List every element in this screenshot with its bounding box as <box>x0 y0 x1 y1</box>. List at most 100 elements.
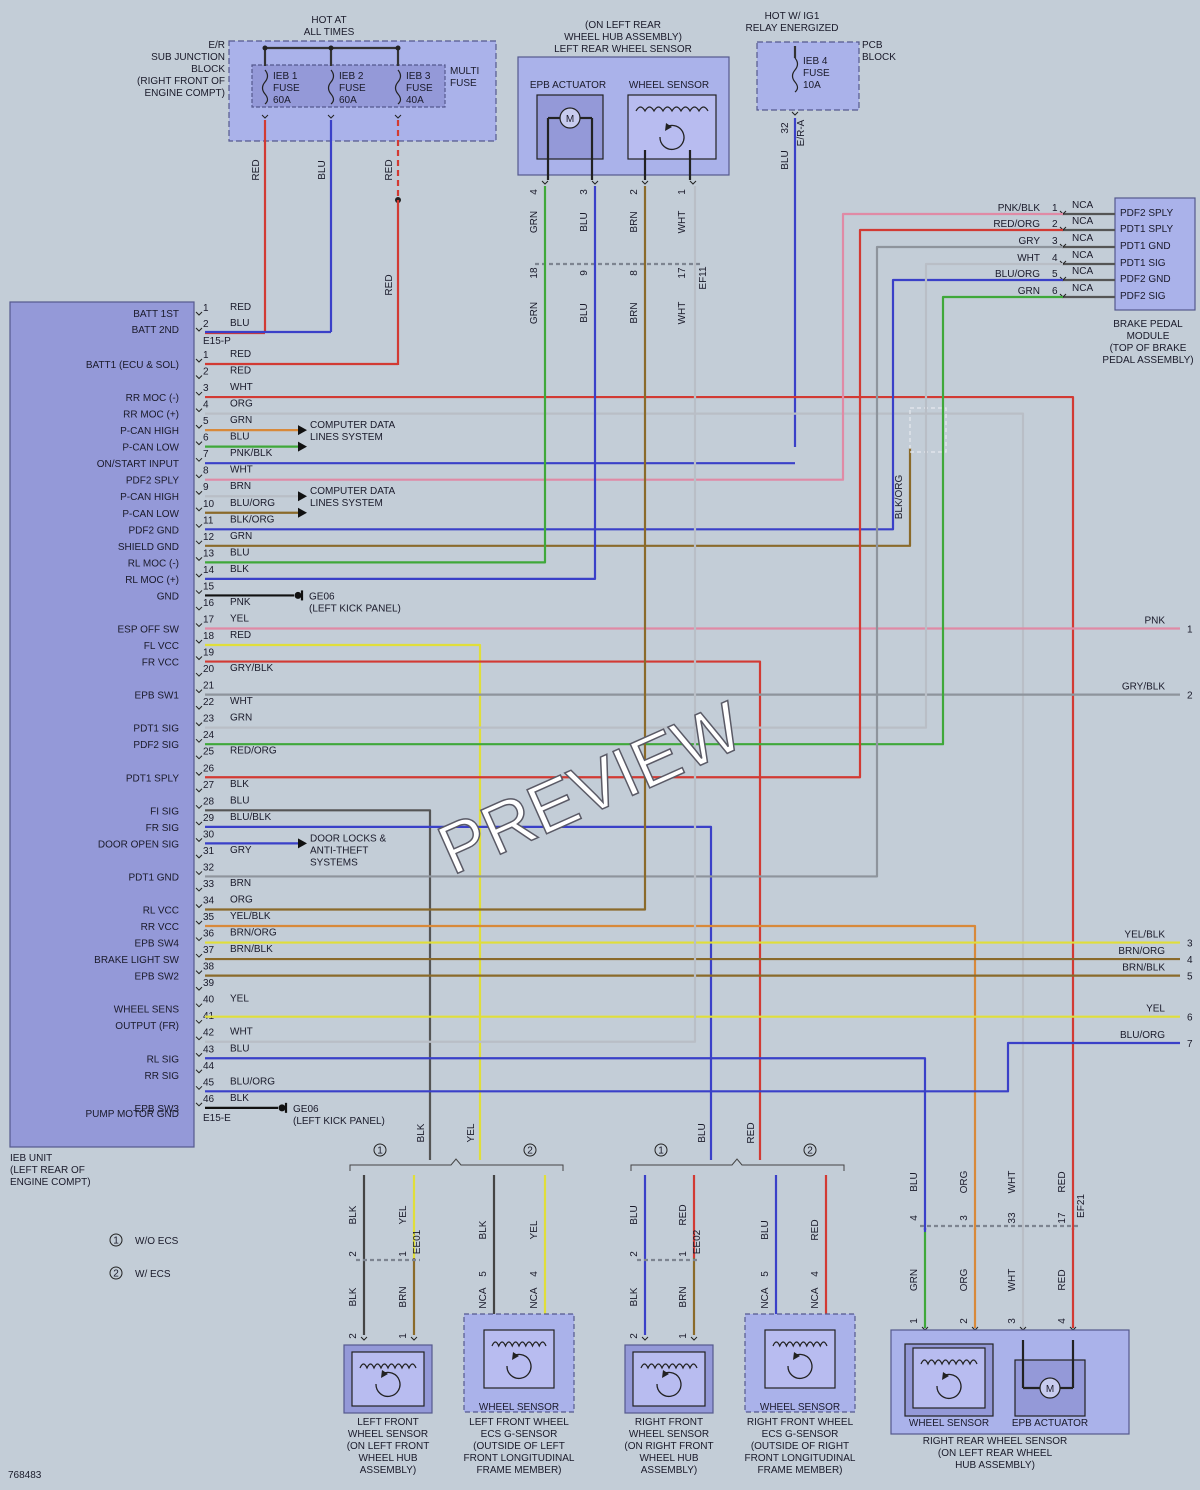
rr-wheel-sensor-label: WHEEL SENSOR <box>909 1418 989 1429</box>
ieb-pin-number: 39 <box>203 978 215 989</box>
er-block-label-line: SUB JUNCTION <box>151 52 225 63</box>
er-block-label-line: ENGINE COMPT) <box>144 88 225 99</box>
brake-pedal-nca: NCA <box>1072 266 1093 277</box>
ieb-pin-name: PDT1 SPLY <box>126 773 179 784</box>
ieb-pin-name: FR VCC <box>142 658 179 669</box>
rear-left-wire-color: WHT <box>677 211 688 234</box>
wire-blk-fl <box>205 809 432 1160</box>
pin-mark-icon <box>195 920 203 925</box>
wire-label: RED <box>384 274 395 295</box>
ieb-pin-name: PDT1 SIG <box>133 724 179 735</box>
splice-dot-icon <box>262 45 268 51</box>
right-front-ecs-sensor-nca: NCA <box>810 1287 821 1308</box>
pin-mark-icon <box>195 937 203 942</box>
ieb-pin-name: WHEEL SENS <box>114 1005 180 1016</box>
ieb-pin-number: 2 <box>203 319 209 330</box>
pin-mark-icon <box>195 457 203 462</box>
right-front-ecs-sensor-color: BLU <box>760 1220 771 1239</box>
left-front-sensor-color: BRN <box>398 1286 409 1307</box>
pcb-fuse-amp: 10A <box>803 80 821 91</box>
ieb-pin-number: 15 <box>203 581 215 592</box>
drop-wire-label: YEL <box>466 1123 477 1142</box>
ieb-pin-name: RL MOC (+) <box>125 575 179 586</box>
wire-grn-pdf2 <box>205 295 1063 746</box>
arrow-icon <box>298 507 307 518</box>
left-front-ecs-sensor-label-line: ECS G-SENSOR <box>481 1429 558 1440</box>
ieb-pin-number: 10 <box>203 499 215 510</box>
right-edge-ref: 2 <box>1187 691 1193 702</box>
pin-mark-icon <box>195 358 203 363</box>
ieb-wire-color: BLU/BLK <box>230 812 271 823</box>
pin-mark-icon <box>195 408 203 413</box>
rotation-arrowhead-icon <box>381 1370 388 1378</box>
right-front-ecs-sensor-nca: NCA <box>760 1287 771 1308</box>
rr-top-color: BLU <box>909 1172 920 1191</box>
coil-icon <box>640 1363 698 1370</box>
rr-mid-pin: 4 <box>909 1215 920 1221</box>
brake-pedal-label-line: (TOP OF BRAKE <box>1110 343 1187 354</box>
left-front-sensor-color: YEL <box>398 1205 409 1224</box>
brake-pedal-pin: 1 <box>1052 203 1058 214</box>
arrow-icon <box>298 425 307 436</box>
rear-left-wire-color: WHT <box>677 302 688 325</box>
motor-letter: M <box>1046 1384 1054 1395</box>
wire-pin4-wht <box>205 412 1025 1230</box>
mark-number: 1 <box>113 1236 119 1247</box>
wire-pnk-blk <box>205 212 1063 481</box>
ieb-wire-color: YEL/BLK <box>230 911 271 922</box>
ieb-pin-name: GND <box>157 591 179 602</box>
left-front-ecs-sensor-nca: NCA <box>529 1287 540 1308</box>
ieb-pin-name: BATT1 (ECU & SOL) <box>86 360 179 371</box>
left-front-sensor-pin: 1 <box>398 1333 409 1339</box>
coil-icon <box>772 1341 828 1348</box>
brake-pedal-label-line: MODULE <box>1127 331 1170 342</box>
wire-blu-org <box>205 278 1063 531</box>
right-edge-ref: 1 <box>1187 624 1193 635</box>
pin-mark-icon <box>195 441 203 446</box>
multi-fuse-label-line: MULTI <box>450 66 479 77</box>
right-edge-ref: 5 <box>1187 972 1193 983</box>
pin-mark-icon <box>195 311 203 316</box>
ieb-pin-name: RR MOC (-) <box>126 393 179 404</box>
branch-mark-icon <box>654 1143 668 1157</box>
hot-ig1-line: RELAY ENERGIZED <box>746 23 839 34</box>
fuse-icon <box>327 69 335 105</box>
pin-mark-icon <box>591 180 599 185</box>
ieb-pin-number: 19 <box>203 648 215 659</box>
pcb-fuse-name: IEB 4 <box>803 56 828 67</box>
legend-mark-icon <box>109 1266 123 1280</box>
branch-bracket-icon <box>630 1158 845 1171</box>
rr-bottom-pin: 1 <box>909 1318 920 1324</box>
wire-label: BLU <box>780 150 791 169</box>
fuse-amp: 40A <box>406 95 424 106</box>
rr-top-color: RED <box>1057 1171 1068 1192</box>
pin-mark-icon <box>641 1336 649 1341</box>
pin-mark-icon <box>195 986 203 991</box>
rotation-arrowhead-icon <box>512 1352 519 1360</box>
pin-mark-icon <box>641 180 649 185</box>
wire-blk-org-shield <box>205 448 912 547</box>
ieb-pin-name: FI SIG <box>150 806 179 817</box>
computer-data-lines-line: COMPUTER DATA <box>310 486 396 497</box>
ieb-pin-number: 34 <box>203 895 215 906</box>
arrow-icon <box>298 838 307 849</box>
ieb-pin-number: 26 <box>203 763 215 774</box>
brake-pedal-pin-name: PDF2 SPLY <box>1120 208 1173 219</box>
pin-mark-icon <box>195 838 203 843</box>
ieb-pin-number: 46 <box>203 1094 215 1105</box>
left-front-sensor-label-line: WHEEL HUB <box>358 1453 417 1464</box>
rear-left-wire-color: GRN <box>529 302 540 324</box>
ieb-wire-color: BLU <box>230 1043 249 1054</box>
left-front-sensor-icon <box>351 1351 425 1407</box>
ieb-connector-p: E15-P <box>203 336 231 347</box>
pin-mark-icon <box>195 854 203 859</box>
ieb-pin-number: 43 <box>203 1044 215 1055</box>
rear-left-wire-color: BRN <box>629 211 640 232</box>
ieb-wire-color: BRN/ORG <box>230 928 277 939</box>
ieb-pin-name: RL VCC <box>143 905 179 916</box>
rr-wheel-label-line: (ON LEFT REAR WHEEL <box>938 1448 1053 1459</box>
pin-mark-icon <box>195 474 203 479</box>
ieb-pin-name: SHIELD GND <box>118 542 179 553</box>
pin-mark-icon <box>195 738 203 743</box>
